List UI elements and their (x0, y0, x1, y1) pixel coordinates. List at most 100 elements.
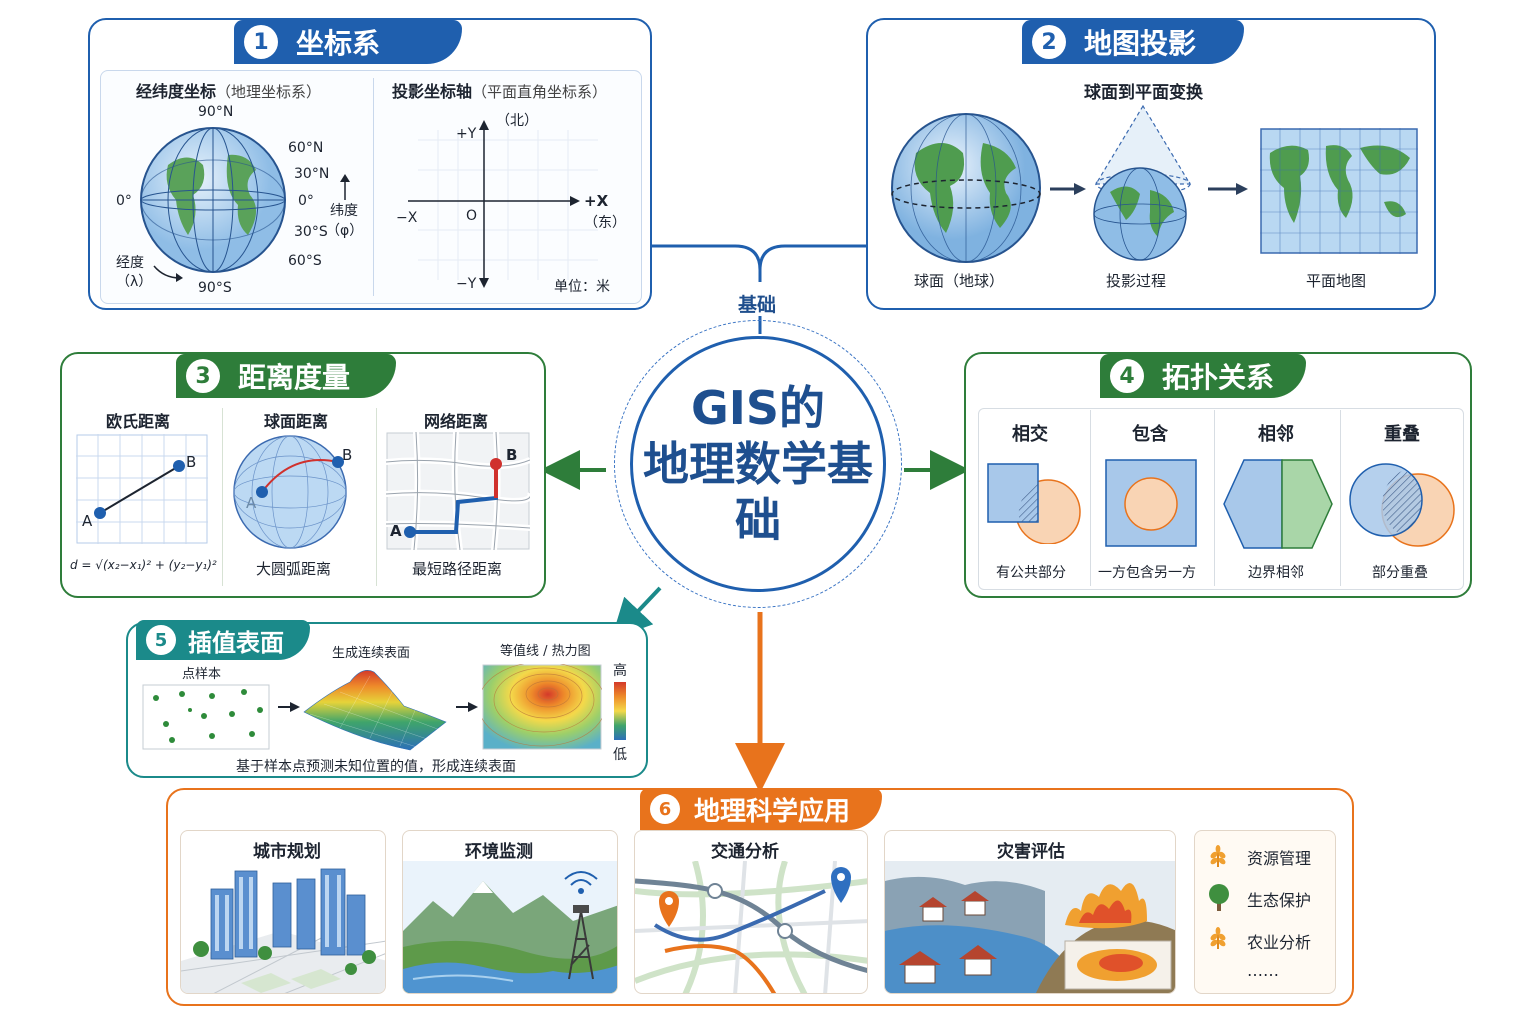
city-buildings-icon (181, 861, 386, 994)
shortest-path-label: 最短路径距离 (412, 558, 502, 579)
topo-overlap-desc: 部分重叠 (1372, 562, 1428, 582)
network-a: A (390, 522, 402, 540)
center-title-line1: GIS的 (691, 380, 825, 436)
card-disaster-assessment: 灾害评估 (884, 830, 1176, 994)
p5-number-badge: 5 (146, 625, 176, 655)
intersect-shape (984, 460, 1084, 544)
p4-divider-2 (1214, 410, 1215, 586)
lat-30n: 30°N (294, 166, 329, 182)
card-traffic-title: 交通分析 (711, 837, 779, 862)
contour-heatmap (482, 664, 602, 750)
card-traffic-analysis: 交通分析 (634, 830, 868, 994)
continuous-surface (300, 662, 450, 752)
app-list-item-more: …… (1247, 961, 1279, 980)
great-circle-globe (232, 432, 352, 552)
sphere-distance-title: 球面距离 (264, 408, 328, 432)
overlap-shape (1348, 460, 1456, 550)
card-more-applications: 资源管理 生态保护 农业分析 …… (1194, 830, 1336, 994)
lat-30s: 30°S (294, 224, 328, 240)
axis-north: （北） (496, 110, 538, 130)
sample-points (142, 684, 270, 750)
lat-90s: 90°S (198, 280, 232, 296)
sphere-a: A (246, 494, 256, 512)
axis-plus-y: +Y (456, 126, 476, 142)
p3-title-tab: 3 距离度量 (176, 354, 396, 398)
arrow-right-icon (1050, 181, 1086, 197)
sphere-globe-icon (888, 108, 1048, 268)
globe-graticule (138, 125, 288, 275)
app-list-item-3: 农业分析 (1247, 929, 1311, 953)
lat-symbol: （φ） (326, 220, 363, 240)
adjacent-shape (1222, 458, 1334, 550)
axis-origin: O (466, 208, 477, 224)
axis-plus-x: +X (584, 192, 608, 210)
center-title-line2: 地理数学基础 (633, 436, 883, 548)
cone-projection-icon (1088, 102, 1198, 262)
process-label: 投影过程 (1106, 270, 1166, 291)
p2-number-badge: 2 (1032, 25, 1066, 59)
flood-fire-icon (885, 861, 1176, 994)
p2-subtitle: 球面到平面变换 (1084, 78, 1203, 103)
topo-intersect-desc: 有公共部分 (996, 562, 1066, 582)
p2-title-tab: 2 地图投影 (1022, 20, 1244, 64)
p5-title-tab: 5 插值表面 (136, 620, 310, 660)
lat-arrow-icon (338, 174, 352, 200)
card-environment-monitoring: 环境监测 (402, 830, 618, 994)
p1-divider (373, 78, 374, 296)
p1-title: 坐标系 (296, 22, 380, 62)
geo-coord-title: 经纬度坐标（地理坐标系） (136, 78, 321, 102)
axis-minus-x: −X (396, 210, 417, 226)
p6-number-badge: 6 (650, 794, 680, 824)
arrow-right-icon-3 (278, 700, 300, 714)
wheat-icon (1205, 925, 1231, 951)
axis-minus-y: −Y (456, 276, 476, 292)
lat-0: 0° (298, 193, 314, 209)
legend-low: 低 (613, 744, 627, 764)
samples-label: 点样本 (182, 663, 221, 682)
contain-shape (1104, 458, 1200, 548)
interp-caption: 基于样本点预测未知位置的值，形成连续表面 (236, 756, 516, 776)
tree-icon (1207, 883, 1231, 911)
p1-title-tab: 1 坐标系 (234, 20, 462, 64)
flat-map-label: 平面地图 (1306, 270, 1366, 291)
p3-divider-2 (376, 408, 377, 586)
topo-intersect-title: 相交 (1012, 420, 1048, 446)
euclid-formula: d = √(x₂−x₁)² + (y₂−y₁)² (70, 558, 217, 572)
landscape-tower-icon (403, 861, 618, 994)
euclid-title: 欧氏距离 (106, 408, 170, 432)
arrow-right-icon-4 (456, 700, 478, 714)
surface-label: 生成连续表面 (332, 642, 410, 661)
lon-zero: 0° (116, 193, 132, 209)
network-b: B (506, 446, 517, 464)
lon-label: 经度 (116, 252, 144, 272)
topo-contain-title: 包含 (1132, 420, 1168, 446)
arrow-right-icon-2 (1208, 181, 1248, 197)
topo-adjacent-title: 相邻 (1258, 420, 1294, 446)
contour-label: 等值线 / 热力图 (500, 640, 591, 659)
heat-legend-bar (614, 682, 626, 740)
topo-contain-desc: 一方包含另一方 (1098, 562, 1196, 582)
center-link-label: 基础 (738, 290, 776, 317)
card-urban-planning: 城市规划 (180, 830, 386, 994)
p4-number-badge: 4 (1110, 359, 1144, 393)
topo-adjacent-desc: 边界相邻 (1248, 562, 1304, 582)
topo-overlap-title: 重叠 (1384, 420, 1420, 446)
card-urban-title: 城市规划 (253, 837, 321, 862)
p3-divider-1 (222, 408, 223, 586)
p4-divider-1 (1090, 410, 1091, 586)
p3-number-badge: 3 (186, 359, 220, 393)
lon-arrow-icon (150, 262, 186, 284)
axis-east: （东） (584, 212, 626, 232)
p4-title: 拓扑关系 (1162, 356, 1274, 396)
sphere-b: B (342, 446, 352, 464)
euclid-grid (76, 434, 208, 544)
euclid-b: B (186, 453, 196, 471)
p4-title-tab: 4 拓扑关系 (1100, 354, 1306, 398)
p5-title: 插值表面 (188, 623, 284, 658)
p3-title: 距离度量 (238, 356, 350, 396)
grain-icon (1205, 843, 1231, 869)
card-env-title: 环境监测 (465, 837, 533, 862)
legend-high: 高 (613, 660, 627, 680)
great-circle-label: 大圆弧距离 (256, 558, 331, 579)
unit-label: 单位：米 (554, 276, 610, 296)
